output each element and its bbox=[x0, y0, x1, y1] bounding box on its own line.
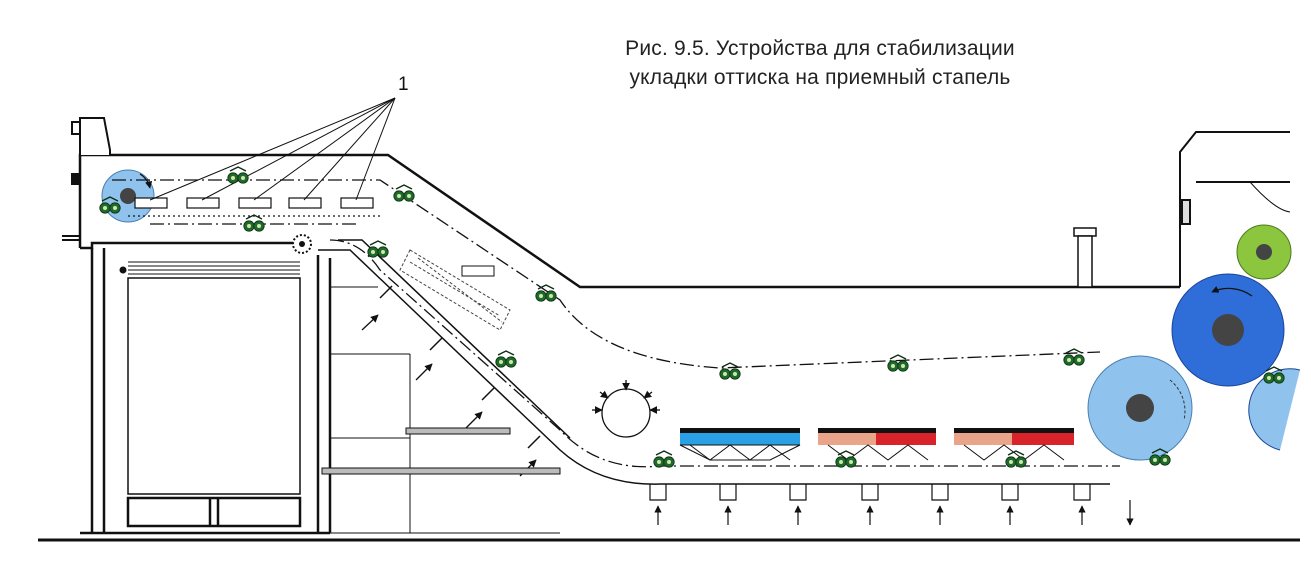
air-arrows-slope bbox=[361, 314, 537, 477]
guide-plates bbox=[318, 239, 1110, 485]
callout-number: 1 bbox=[398, 74, 409, 95]
top-housing bbox=[62, 117, 111, 241]
small-fan bbox=[461, 265, 495, 277]
figure-caption: Рис. 9.5. Устройства для стабилизации ук… bbox=[560, 34, 1080, 92]
dryer-unit-2 bbox=[818, 428, 936, 461]
callout-leaders bbox=[149, 97, 396, 201]
side-wall bbox=[321, 286, 561, 534]
plate-cylinder bbox=[1236, 224, 1292, 280]
dryer-hatch bbox=[399, 249, 511, 331]
dryer-unit-3 bbox=[954, 428, 1074, 461]
suction-pipes bbox=[649, 484, 1134, 526]
caption-line-1: Рис. 9.5. Устройства для стабилизации bbox=[625, 37, 1015, 60]
delivery-pile bbox=[119, 261, 302, 528]
impression-cylinder bbox=[1171, 273, 1285, 387]
suction-fans bbox=[128, 197, 380, 217]
delivery-drum bbox=[101, 169, 155, 223]
dryer-unit-1 bbox=[679, 428, 801, 461]
chain-sprocket bbox=[292, 234, 312, 254]
delivery-frame bbox=[78, 153, 1180, 535]
printing-unit-frame bbox=[1179, 131, 1291, 287]
caption-line-2: укладки оттиска на приемный стапель bbox=[629, 66, 1011, 89]
air-knife bbox=[592, 380, 660, 438]
side-cylinder-edge bbox=[1248, 368, 1301, 451]
transfer-drum bbox=[1087, 355, 1193, 461]
exhaust-stack bbox=[1073, 227, 1097, 288]
